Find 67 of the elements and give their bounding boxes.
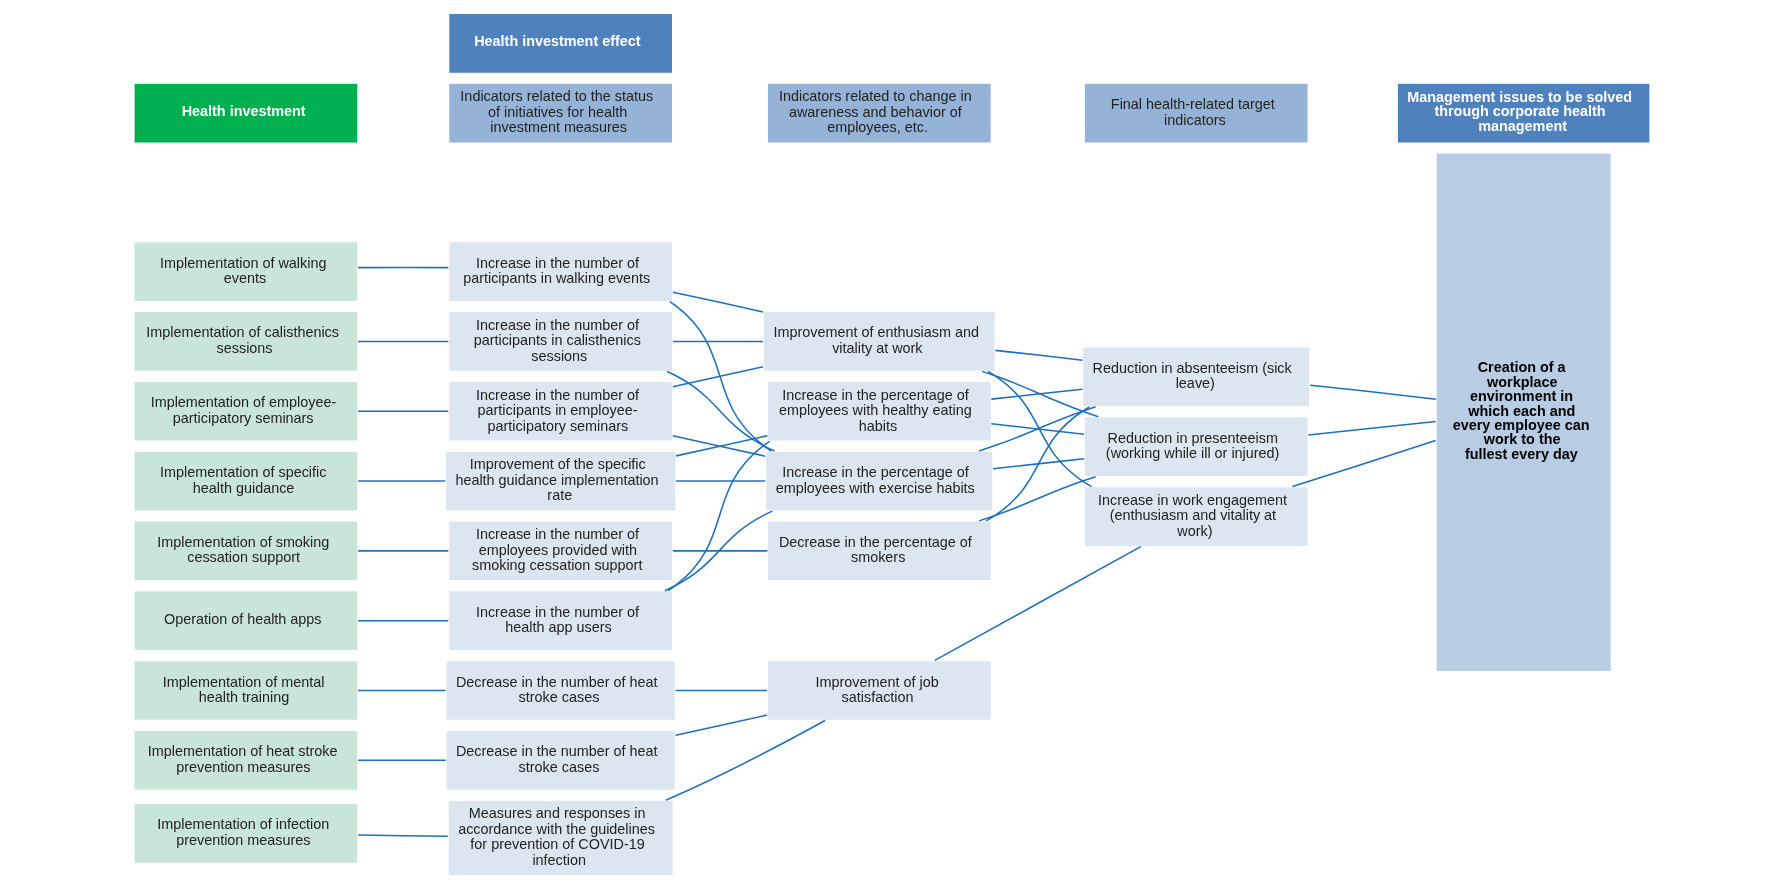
connector [663,509,773,591]
connector [977,405,1096,452]
node-box: Decrease in the number of heat stroke cases [444,729,676,791]
connector [990,387,1083,400]
node-box: Decrease in the number of heat stroke cases [444,659,676,721]
connector [1308,383,1437,400]
node-box: Implementation of walking events [132,240,358,302]
connector [674,713,768,736]
node-box: Implementation of specific health guidance [132,450,358,512]
node-box: Reduction in presenteeism (working while ill or injured) [1083,415,1309,477]
connector [984,405,1090,522]
connector [980,370,1099,417]
node-box: Increase in the percentage of employees with healthy eating habits [766,380,992,442]
connector [674,689,768,691]
connector [986,370,1092,487]
node-box: Health investment effect [447,12,673,74]
node-box: Improvement of job satisfaction [766,659,992,721]
connector [356,266,449,268]
node-box: Health investment [132,82,358,144]
connector [668,300,772,452]
node-box: Management issues to be solved through corporate health management [1396,82,1651,144]
node-box: Increase in the number of health app users [447,589,673,651]
connector [977,475,1096,522]
node-box: Implementation of mental health training [132,659,358,721]
connector [671,340,764,342]
node-box: Implementation of calisthenics sessions [132,310,358,372]
node-box: Indicators related to the status of initiatives for health investment measures [447,82,673,144]
node-box: Operation of health apps [132,589,358,651]
node-box: Measures and responses in accordance with the guidelines for prevention of COVID-19 infection [447,799,674,876]
connector [356,410,449,412]
node-box: Increase in the number of participants in calisthenics sessions [447,310,673,372]
node-box: Increase in work engagement (enthusiasm and vitality at work) [1083,485,1309,547]
connector [665,370,775,452]
node-box: Implementation of smoking cessation support [132,519,358,581]
connector [991,457,1085,470]
node-box: Creation of a workplace environment in which each and every employee can work to the fullest every day [1435,152,1612,672]
connector [933,545,1142,661]
connector [1307,420,1436,436]
node-box: Final health-related target indicators [1083,82,1309,144]
node-box: Implementation of infection prevention measures [132,802,358,864]
node-box: Increase in the percentage of employees with exercise habits [764,450,993,512]
connector [674,479,766,482]
connector [356,833,449,837]
node-box: Indicators related to change in awareness and behavior of employees, etc. [766,82,992,144]
connector [671,549,768,552]
node-box: Implementation of heat stroke prevention measures [132,729,358,791]
connector [666,440,770,591]
connector [671,365,764,387]
connector [356,479,446,482]
connector [356,549,449,552]
node-box: Improvement of the specific health guidance implementation rate [444,450,676,512]
connector [990,422,1085,435]
connector [671,290,764,313]
connector [994,349,1083,361]
connector [356,340,449,342]
node-box: Reduction in absenteeism (sick leave) [1081,345,1310,407]
node-box: Decrease in the percentage of smokers [766,519,992,581]
node-box: Increase in the number of participants in walking events [447,240,673,302]
node-box: Increase in the number of participants in employee-participatory seminars [447,380,673,442]
connector [356,759,446,761]
connector [664,719,826,801]
connector [356,619,449,621]
connector [1291,439,1436,487]
connector [356,689,446,691]
node-box: Improvement of enthusiasm and vitality at work [762,310,996,372]
node-box: Implementation of employee-participatory seminars [132,380,358,442]
node-box: Increase in the number of employees provided with smoking cessation support [447,519,673,581]
